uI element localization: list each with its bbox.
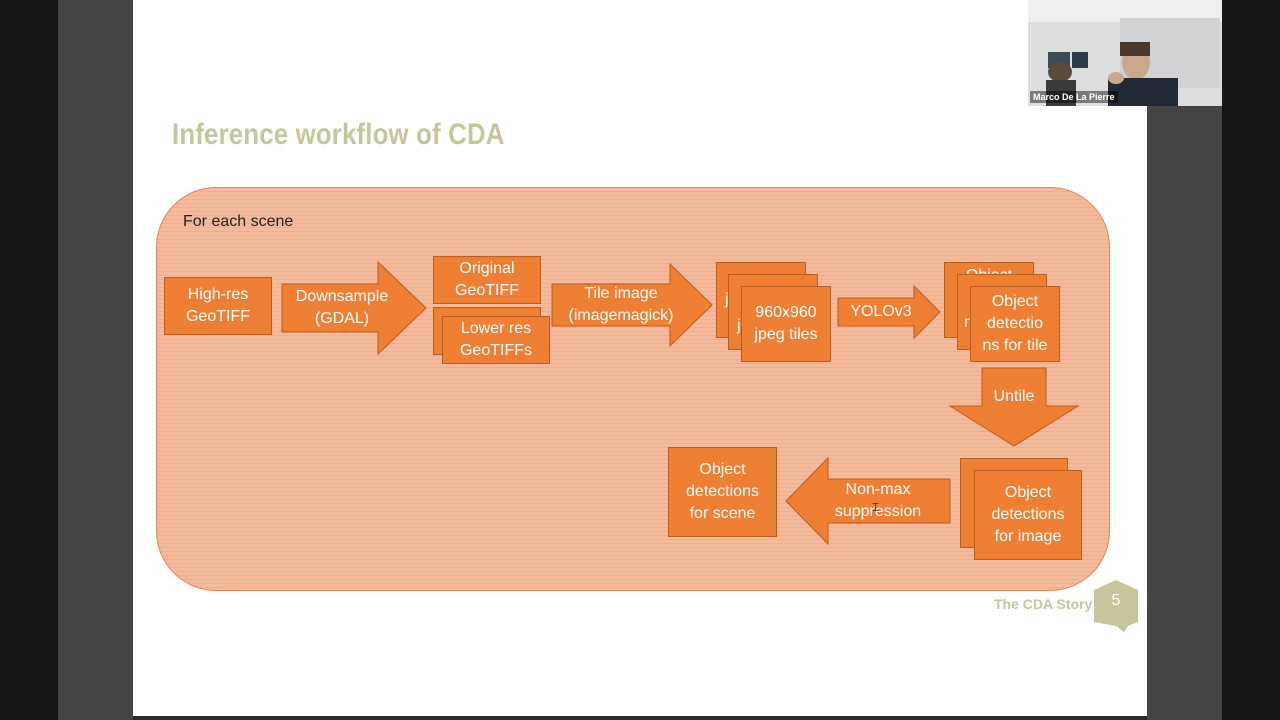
- node-det-scene-label: Object detections for scene: [686, 461, 759, 522]
- scene-panel: [156, 187, 1110, 591]
- arrow-untile-shape: [948, 367, 1080, 447]
- page-number: 5: [1111, 592, 1121, 609]
- node-det-tile-peek-b: n: [964, 314, 973, 331]
- participant-name: Marco De La Pierre: [1030, 91, 1118, 103]
- letterbox-left: [0, 0, 58, 720]
- arrow-downsample: Downsample (GDAL): [281, 260, 427, 356]
- node-highres-label: High-res GeoTIFF: [185, 286, 250, 325]
- node-lowerres-label: Lower res GeoTIFFs: [459, 320, 532, 359]
- arrow-yolo-shape: [837, 284, 941, 340]
- node-detections-for-tile: Object detectio ns for tile: [970, 286, 1060, 362]
- arrow-yolo: YOLOv3: [837, 284, 941, 340]
- node-tiles-peek-a: j: [725, 291, 729, 308]
- slide-title: Inference workflow of CDA: [172, 118, 505, 151]
- participant-video-image: [1028, 0, 1222, 106]
- letterbox-right: [1222, 0, 1280, 720]
- participant-video-tile[interactable]: Marco De La Pierre: [1028, 0, 1222, 106]
- slide-footer: The CDA Story: [994, 596, 1093, 612]
- node-lowerres-geotiffs: Lower res GeoTIFFs: [442, 316, 550, 364]
- node-original-geotiff: Original GeoTIFF: [433, 256, 541, 304]
- arrow-tile-image: Tile image (imagemagick): [551, 262, 713, 348]
- arrow-downsample-label: Downsample (GDAL): [295, 288, 389, 327]
- node-original-label: Original GeoTIFF: [454, 260, 519, 299]
- text-cursor-icon: ⌶: [872, 500, 880, 514]
- node-highres-geotiff: High-res GeoTIFF: [164, 277, 272, 335]
- arrow-untile-label: Untile: [993, 388, 1035, 405]
- node-det-image-label: Object detections for image: [991, 484, 1065, 545]
- arrow-nms-shape: [785, 456, 951, 546]
- node-det-tile-label: Object detectio ns for tile: [982, 293, 1048, 354]
- page-number-badge: 5: [1094, 580, 1138, 632]
- arrow-untile: Untile: [948, 367, 1080, 447]
- arrow-downsample-shape: [281, 260, 427, 356]
- node-detections-for-scene: Object detections for scene: [668, 447, 777, 537]
- arrow-nms: Non-max suppression: [785, 456, 951, 546]
- screen-margin-left: [58, 0, 133, 720]
- node-detections-for-image: Object detections for image: [974, 470, 1082, 560]
- arrow-yolo-label: YOLOv3: [850, 303, 912, 320]
- arrow-nms-label: Non-max suppression: [834, 481, 922, 520]
- arrow-tile-image-label: Tile image (imagemagick): [568, 285, 674, 324]
- node-tiles-peek-b: j: [737, 317, 741, 334]
- node-jpeg-tiles: 960x960 jpeg tiles: [741, 286, 831, 362]
- page-badge-shape: [1094, 580, 1138, 632]
- screen-margin-right: [1147, 0, 1222, 720]
- arrow-tile-image-shape: [551, 262, 713, 348]
- panel-label: For each scene: [183, 213, 294, 230]
- node-tiles-label: 960x960 jpeg tiles: [754, 304, 818, 343]
